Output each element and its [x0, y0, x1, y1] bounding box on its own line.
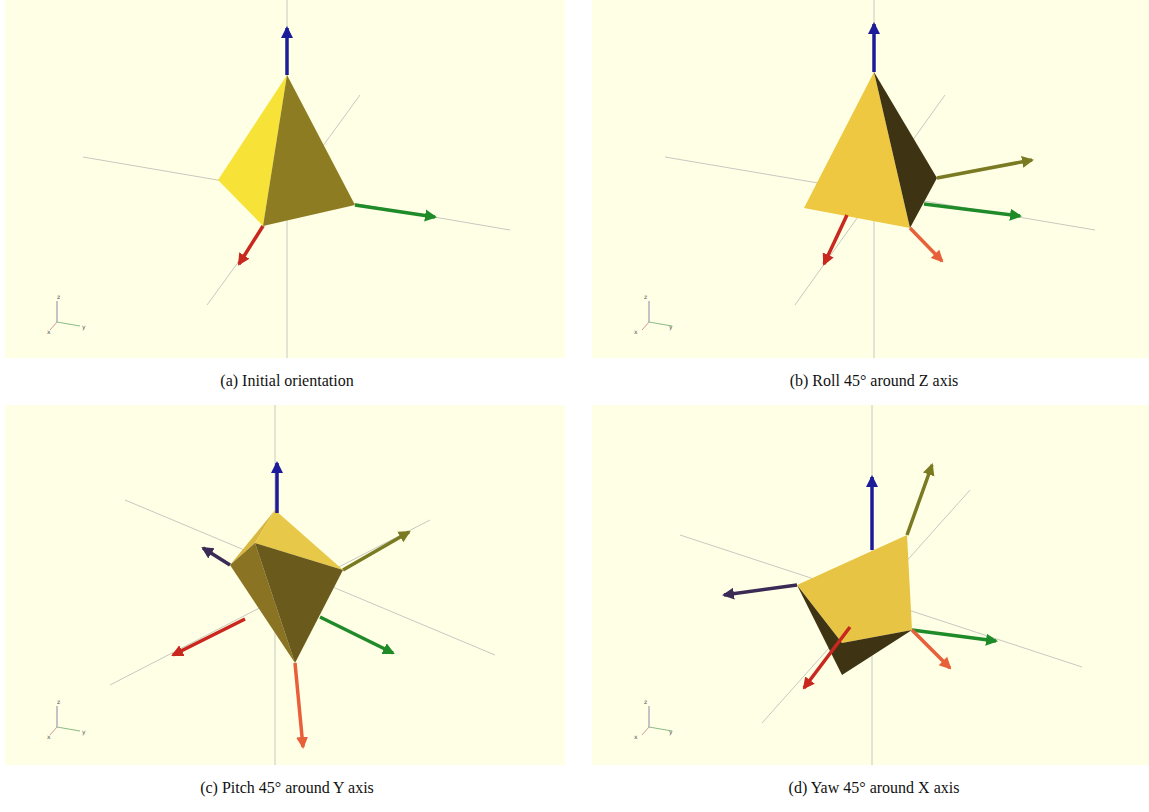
- subfigure-caption: (d) Yaw 45° around X axis: [789, 779, 960, 797]
- axis-letter: z: [644, 698, 647, 705]
- render-panel: [592, 0, 1149, 358]
- render-panel: [592, 405, 1149, 765]
- subfigure-caption: (a) Initial orientation: [220, 372, 353, 390]
- render-panel: [5, 0, 565, 358]
- axis-letter: x: [47, 328, 51, 335]
- axis-letter: z: [57, 293, 60, 300]
- axis-letter: x: [47, 733, 51, 740]
- axis-letter: y: [669, 323, 673, 330]
- subfigure-caption: (c) Pitch 45° around Y axis: [200, 779, 374, 797]
- axis-letter: x: [634, 328, 638, 335]
- axis-letter: z: [644, 293, 647, 300]
- render-panel: [5, 405, 565, 765]
- axis-letter: y: [82, 728, 86, 735]
- axis-letter: y: [669, 728, 673, 735]
- subfigure-caption: (b) Roll 45° around Z axis: [790, 372, 959, 390]
- axis-letter: y: [82, 323, 86, 330]
- axis-letter: x: [634, 733, 638, 740]
- axis-letter: z: [57, 698, 60, 705]
